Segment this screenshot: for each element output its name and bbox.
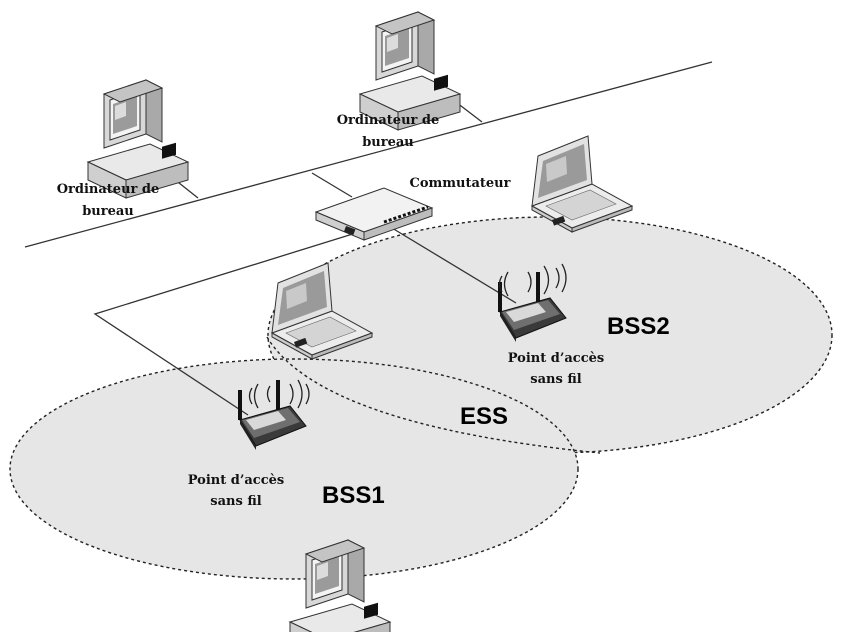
desktop-computer-icon [87, 79, 189, 199]
ap-left-label-line1: Point d’accès [188, 473, 284, 488]
desktop-left-label-line1: Ordinateur de [57, 182, 160, 197]
bss1-label: BSS1 [322, 482, 385, 509]
access-point-icon [497, 263, 567, 343]
desktop-left-label-line2: bureau [82, 204, 134, 219]
ap-right-label-line1: Point d’accès [508, 351, 604, 366]
ap-left-label-line2: sans fil [210, 494, 261, 509]
switch-label: Commutateur [410, 176, 511, 191]
cable-backbone-to-switch [311, 172, 353, 198]
bss-cells [9, 216, 833, 580]
bss2-arc-over-bss1 [266, 336, 601, 454]
ess-label: ESS [460, 403, 508, 430]
bss1-coverage [9, 358, 579, 580]
cable-switch-to-ap1 [93, 227, 373, 416]
desktop-top-label-line1: Ordinateur de [337, 113, 440, 128]
backbone-cable [24, 61, 713, 248]
labels: Ordinateur de bureau Ordinateur de burea… [57, 113, 670, 509]
bss2-label: BSS2 [607, 313, 670, 340]
desktop-top-label-line2: bureau [362, 135, 414, 150]
laptop-icon [271, 262, 373, 360]
network-cabling [24, 61, 713, 416]
switch-icon [314, 187, 434, 241]
access-point-icon [237, 379, 310, 451]
cable-switch-to-ap2 [391, 227, 517, 304]
laptop-icon [531, 135, 633, 233]
ap-right-label-line2: sans fil [530, 372, 581, 387]
